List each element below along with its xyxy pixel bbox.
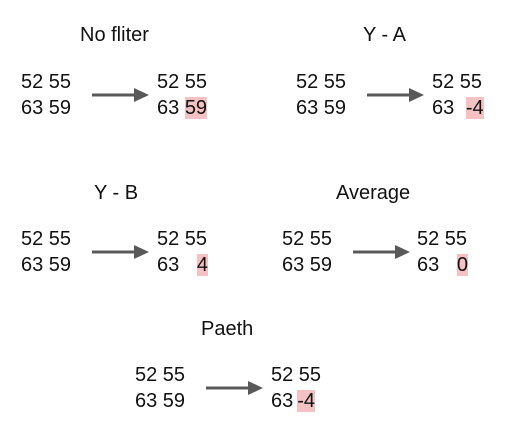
arrow-right-icon — [206, 381, 263, 395]
filtered-value: 59 — [184, 97, 208, 119]
filtered-value: -4 — [297, 390, 316, 412]
input-row-1: 52 55 — [21, 228, 72, 250]
arrow-right-icon — [367, 88, 424, 102]
output-row-1: 52 55 — [417, 228, 468, 250]
output-row-1: 52 55 — [271, 364, 322, 386]
output-row-2-left: 63 — [157, 254, 180, 276]
input-row-2: 63 59 — [135, 390, 186, 412]
output-row-2-left: 63 — [432, 97, 455, 119]
output-row-1: 52 55 — [432, 71, 483, 93]
arrow-right-icon — [353, 245, 410, 259]
panel-title: Y - B — [94, 182, 139, 204]
input-row-1: 52 55 — [135, 364, 186, 386]
filtered-value: 4 — [196, 254, 208, 276]
input-row-1: 52 55 — [282, 228, 333, 250]
input-row-1: 52 55 — [296, 71, 347, 93]
output-row-2: 63 4 — [157, 254, 208, 276]
output-row-2: 63 59 — [157, 97, 208, 119]
output-row-1: 52 55 — [157, 228, 208, 250]
filtered-value: 0 — [456, 254, 468, 276]
input-row-2: 63 59 — [21, 254, 72, 276]
input-row-1: 52 55 — [21, 71, 72, 93]
output-row-2-left: 63 — [157, 97, 180, 119]
filtered-value: -4 — [465, 97, 484, 119]
arrow-right-icon — [92, 245, 149, 259]
panel-title: Paeth — [201, 318, 254, 340]
input-row-2: 63 59 — [21, 97, 72, 119]
output-row-2: 63 -4 — [432, 97, 484, 119]
output-row-2-left: 63 — [271, 390, 294, 412]
panel-title: Average — [336, 182, 411, 204]
panel-title: No fliter — [80, 24, 149, 46]
output-row-1: 52 55 — [157, 71, 208, 93]
output-row-2: 63-4 — [271, 390, 316, 412]
input-row-2: 63 59 — [282, 254, 333, 276]
panel-title: Y - A — [363, 24, 406, 46]
arrow-right-icon — [92, 88, 149, 102]
output-row-2: 63 0 — [417, 254, 468, 276]
input-row-2: 63 59 — [296, 97, 347, 119]
output-row-2-left: 63 — [417, 254, 440, 276]
